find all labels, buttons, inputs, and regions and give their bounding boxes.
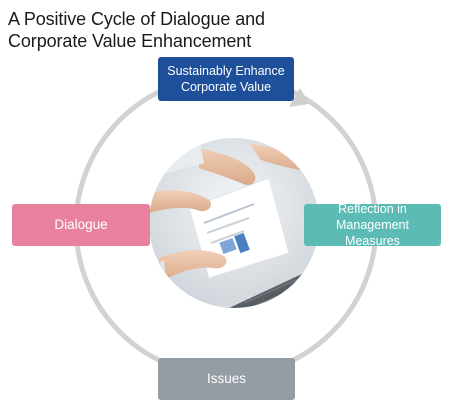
- node-left-label: Dialogue: [54, 217, 108, 232]
- node-right-line-1: Reflection in: [338, 202, 407, 216]
- node-dialogue: Dialogue: [12, 204, 150, 246]
- node-sustainably-enhance-corporate-value: Sustainably Enhance Corporate Value: [158, 57, 294, 101]
- node-bottom-label: Issues: [206, 371, 247, 386]
- node-right-line-2: Management Measures: [336, 218, 409, 248]
- node-top-line-1: Sustainably Enhance: [167, 64, 285, 78]
- node-top-line-2: Corporate Value: [180, 80, 272, 94]
- node-reflection-in-management-measures: Reflection in Management Measures: [304, 202, 441, 248]
- diagram-title: A Positive Cycle of Dialogue and Corpora…: [8, 8, 428, 52]
- meeting-photo: [149, 138, 319, 308]
- cycle-arrowhead: [289, 88, 309, 107]
- title-line-1: A Positive Cycle of Dialogue and: [8, 9, 265, 29]
- title-line-2: Corporate Value Enhancement: [8, 31, 252, 51]
- node-issues: Issues: [158, 358, 295, 400]
